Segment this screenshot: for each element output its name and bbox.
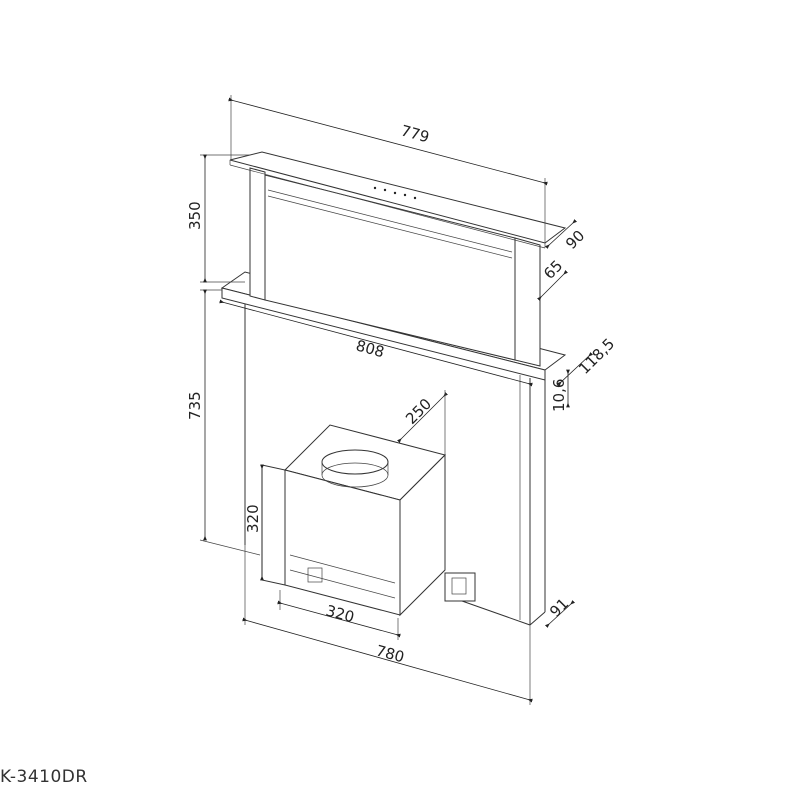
dim-320-width: 320	[324, 601, 356, 626]
dim-735: 735	[186, 391, 204, 420]
model-label: K-3410DR	[0, 767, 88, 787]
dim-65: 65	[540, 257, 566, 283]
motor-unit	[261, 424, 446, 617]
dim-250: 250	[402, 395, 435, 428]
dim-320-height: 320	[244, 504, 262, 533]
dim-808: 808	[354, 336, 386, 361]
lower-housing	[244, 300, 546, 626]
connector-box	[444, 572, 476, 602]
control-buttons-icon	[373, 186, 417, 200]
dim-350: 350	[186, 201, 204, 230]
dim-118-5: 118,5	[575, 335, 618, 378]
dim-780: 780	[374, 641, 406, 666]
dimension-lines	[199, 95, 594, 705]
dim-90: 90	[562, 227, 588, 253]
dim-779: 779	[399, 121, 431, 146]
air-outlet	[321, 449, 389, 475]
dim-10-6: 10,6	[550, 379, 568, 412]
dim-91: 91	[546, 595, 572, 621]
